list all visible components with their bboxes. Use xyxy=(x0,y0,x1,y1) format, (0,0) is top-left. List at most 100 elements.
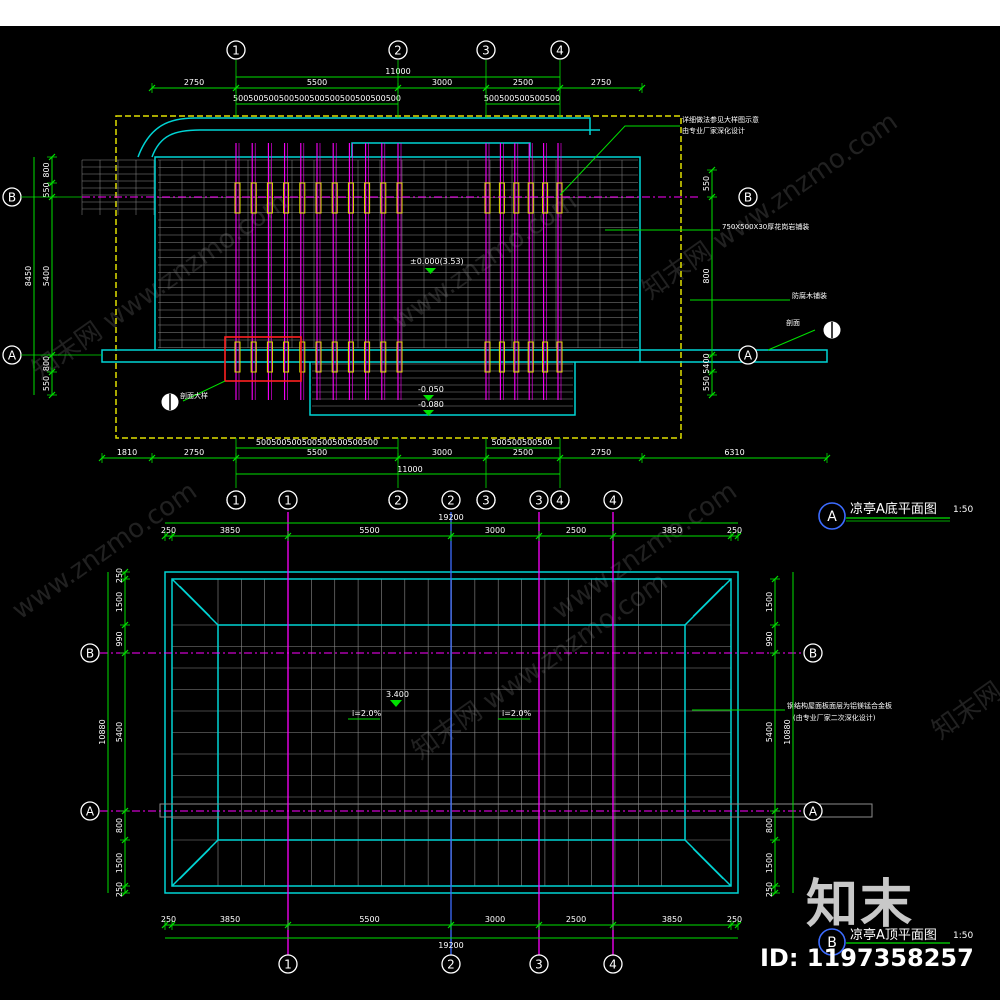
beam-marker xyxy=(542,182,549,214)
dim-b-top-text: 3850 xyxy=(662,526,682,535)
dim-b-left-text: 250 xyxy=(115,568,124,583)
roof-elevation: 3.400 xyxy=(386,690,409,699)
beam-marker xyxy=(234,341,241,373)
grid-bubble-top-a xyxy=(476,40,496,60)
elevation-low1: -0.050 xyxy=(418,385,444,394)
watermark-logo: 知末 xyxy=(806,875,915,935)
watermark-id: ID: 1197358257 xyxy=(760,944,974,972)
dim-b-right-total: 10880 xyxy=(783,719,792,744)
grid-bubble-right-a xyxy=(738,345,758,365)
scale-a: 1:50 xyxy=(953,505,973,515)
grid-bubble-top-b-label: 1 xyxy=(284,494,292,508)
title-a-label: A xyxy=(827,509,837,525)
beam-marker xyxy=(299,182,306,214)
grid-bubble-right-a-label: A xyxy=(744,349,753,363)
dim-a-right-text: 800 xyxy=(702,268,711,283)
grid-bubble-bottom-b xyxy=(278,954,298,974)
note-detail: 详细做法参见大样图示意 xyxy=(682,115,759,124)
note-section-detail: 剖面大样 xyxy=(180,391,208,400)
beam-marker xyxy=(266,182,273,214)
beam-marker xyxy=(484,341,491,373)
grid-bubble-top-b-label: 1 xyxy=(232,494,240,508)
roof-elevation-marker xyxy=(390,700,402,707)
grid-bubble-right-a-label: B xyxy=(744,191,752,205)
beam-marker xyxy=(396,341,403,373)
beam-marker xyxy=(542,341,549,373)
dim-a-top-text: 2500 xyxy=(513,78,533,87)
title-b-label: B xyxy=(827,935,837,951)
beam-marker xyxy=(234,182,241,214)
dim-a-bottom-sub-right: 500500500500 xyxy=(491,438,552,447)
beam-marker xyxy=(315,182,322,214)
grid-bubble-top-a xyxy=(388,40,408,60)
dim-b-left-total: 10880 xyxy=(98,719,107,744)
grid-bubble-bottom-b-label: 4 xyxy=(609,958,617,972)
dim-b-top-total: 19200 xyxy=(438,513,463,522)
grid-bubble-top-b xyxy=(278,490,298,510)
beam-marker xyxy=(484,182,491,214)
dim-a-bottom-text: 3000 xyxy=(432,448,452,457)
dim-a-left-text: 550 xyxy=(42,182,51,197)
dim-a-bottom-total: 11000 xyxy=(397,465,422,474)
beam-marker xyxy=(266,341,273,373)
beam-marker xyxy=(527,182,534,214)
grid-bubble-bottom-b xyxy=(603,954,623,974)
dim-b-bottom-text: 5500 xyxy=(359,915,379,924)
elevation-marker xyxy=(423,410,434,416)
dim-b-left-text: 5400 xyxy=(115,722,124,742)
grid-bubble-top-b xyxy=(441,490,461,510)
grid-bubble-top-a-label: 4 xyxy=(556,44,564,58)
dim-b-right-text: 5400 xyxy=(765,722,774,742)
dim-b-right-text: 1500 xyxy=(765,853,774,873)
beam-marker xyxy=(498,182,505,214)
note-section: 剖面 xyxy=(786,318,800,327)
dim-b-top-text: 250 xyxy=(161,526,176,535)
grid-bubble-left-b-label: B xyxy=(86,647,94,661)
roof-note-vendor: (由专业厂家二次深化设计) xyxy=(793,713,876,722)
dim-b-bottom-text: 3850 xyxy=(220,915,240,924)
beam-marker xyxy=(556,341,563,373)
dim-a-right-text: 800 xyxy=(701,0,716,2)
grid-bubble-left-a-label: B xyxy=(8,191,16,205)
top-white-band xyxy=(0,0,1000,26)
dim-b-left-text: 990 xyxy=(115,631,124,646)
dim-b-right-text: 990 xyxy=(765,631,774,646)
dim-a-bottom-text: 1810 xyxy=(117,448,137,457)
dim-a-top-text: 3000 xyxy=(432,78,452,87)
dim-a-top-sub-right: 500500500500500 xyxy=(484,94,560,103)
dim-b-top-text: 250 xyxy=(727,526,742,535)
grid-bubble-right-b xyxy=(803,801,823,821)
dim-a-bottom-text: 2500 xyxy=(513,448,533,457)
dim-a-left-text: 5400 xyxy=(42,266,51,286)
beam-markers xyxy=(234,182,563,373)
grid-bubble-top-b xyxy=(476,490,496,510)
watermark-diagonal-text: 知末网 www.znzmo.com xyxy=(407,567,673,766)
grid-bubble-top-b-label: 2 xyxy=(447,494,455,508)
beam-marker xyxy=(250,182,257,214)
grid-bubble-top-b-label: 2 xyxy=(394,494,402,508)
dim-a-right-text: 550 xyxy=(702,176,711,191)
beam-marker xyxy=(513,341,520,373)
dim-a-left-text: 550 xyxy=(42,376,51,391)
dim-b-top-text: 3000 xyxy=(485,526,505,535)
beam-marker xyxy=(364,182,371,214)
grid-bubble-top-b xyxy=(529,490,549,510)
detail-callout-box xyxy=(224,336,302,382)
dim-b-left-text: 1500 xyxy=(115,853,124,873)
grid-bubble-left-b-label: A xyxy=(86,805,95,819)
beam-marker xyxy=(299,341,306,373)
grid-bubble-top-a xyxy=(550,40,570,60)
grid-bubble-top-b-label: 4 xyxy=(556,494,564,508)
slope-left: i=2.0% xyxy=(352,709,382,718)
beam-marker xyxy=(347,182,354,214)
grid-bubble-top-a-label: 2 xyxy=(394,44,402,58)
grid-bubble-bottom-b-label: 2 xyxy=(447,958,455,972)
dim-a-left-total: 8450 xyxy=(24,266,33,286)
grid-bubble-bottom-b xyxy=(441,954,461,974)
dim-b-bottom-text: 3000 xyxy=(485,915,505,924)
beam-marker xyxy=(283,341,290,373)
grid-bubble-left-a-label: A xyxy=(8,349,17,363)
roof-axis-lines xyxy=(100,512,820,955)
dim-b-right-text: 1500 xyxy=(765,592,774,612)
dim-b-top-text: 3850 xyxy=(220,526,240,535)
